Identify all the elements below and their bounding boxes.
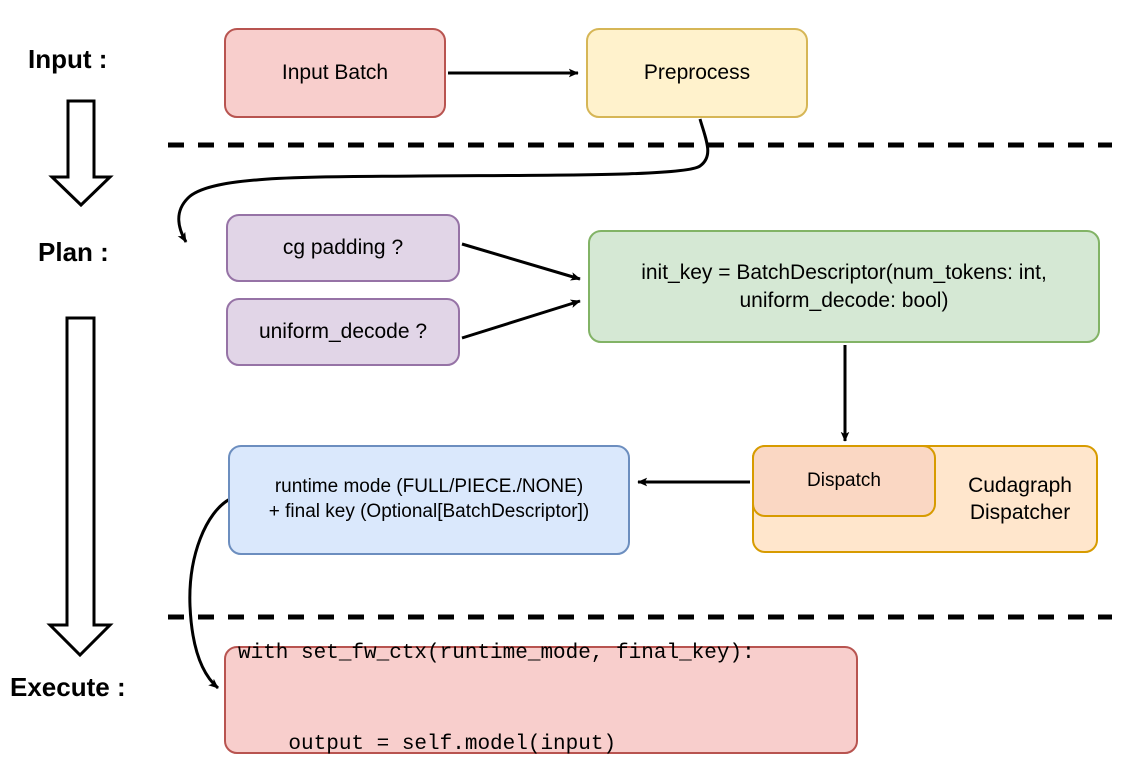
stage-arrow-input-to-plan xyxy=(48,99,114,208)
runtime-mode-label-line2: + final key (Optional[BatchDescriptor]) xyxy=(268,501,590,522)
cg-padding-label: cg padding ? xyxy=(282,236,404,260)
dispatch-node[interactable]: Dispatch xyxy=(752,445,936,517)
uniform-decode-label: uniform_decode ? xyxy=(258,320,428,344)
runtime-mode-node[interactable]: runtime mode (FULL/PIECE./NONE) + final … xyxy=(228,445,630,555)
dispatch-label: Dispatch xyxy=(807,469,881,491)
input-batch-node[interactable]: Input Batch xyxy=(224,28,446,118)
input-batch-label: Input Batch xyxy=(281,61,389,85)
uniform-decode-node[interactable]: uniform_decode ? xyxy=(226,298,460,366)
preprocess-node[interactable]: Preprocess xyxy=(586,28,808,118)
execute-code-line2: output = self.model(input) xyxy=(238,733,617,757)
init-key-label-line1: init_key = BatchDescriptor(num_tokens: i… xyxy=(641,261,1047,285)
execute-code-node[interactable]: with set_fw_ctx(runtime_mode, final_key)… xyxy=(224,642,858,756)
init-key-label-line2: uniform_decode: bool) xyxy=(739,288,949,312)
cg-padding-node[interactable]: cg padding ? xyxy=(226,214,460,282)
cudagraph-dispatcher-label-line2: Dispatcher xyxy=(969,501,1071,524)
cudagraph-dispatcher-label-line1: Cudagraph xyxy=(968,473,1072,497)
stage-arrow-plan-to-execute xyxy=(46,316,114,658)
connector-cg-padding-to-init-key xyxy=(461,242,581,281)
stage-label-plan: Plan : xyxy=(38,237,109,267)
stage-label-input: Input : xyxy=(28,44,108,74)
preprocess-label: Preprocess xyxy=(643,61,751,85)
stage-label-execute: Execute : xyxy=(10,672,126,702)
runtime-mode-label-line1: runtime mode (FULL/PIECE./NONE) xyxy=(274,476,584,498)
init-key-node[interactable]: init_key = BatchDescriptor(num_tokens: i… xyxy=(588,230,1100,343)
execute-code-line1: with set_fw_ctx(runtime_mode, final_key)… xyxy=(238,642,755,666)
connector-uniform-decode-to-init-key xyxy=(461,299,581,340)
